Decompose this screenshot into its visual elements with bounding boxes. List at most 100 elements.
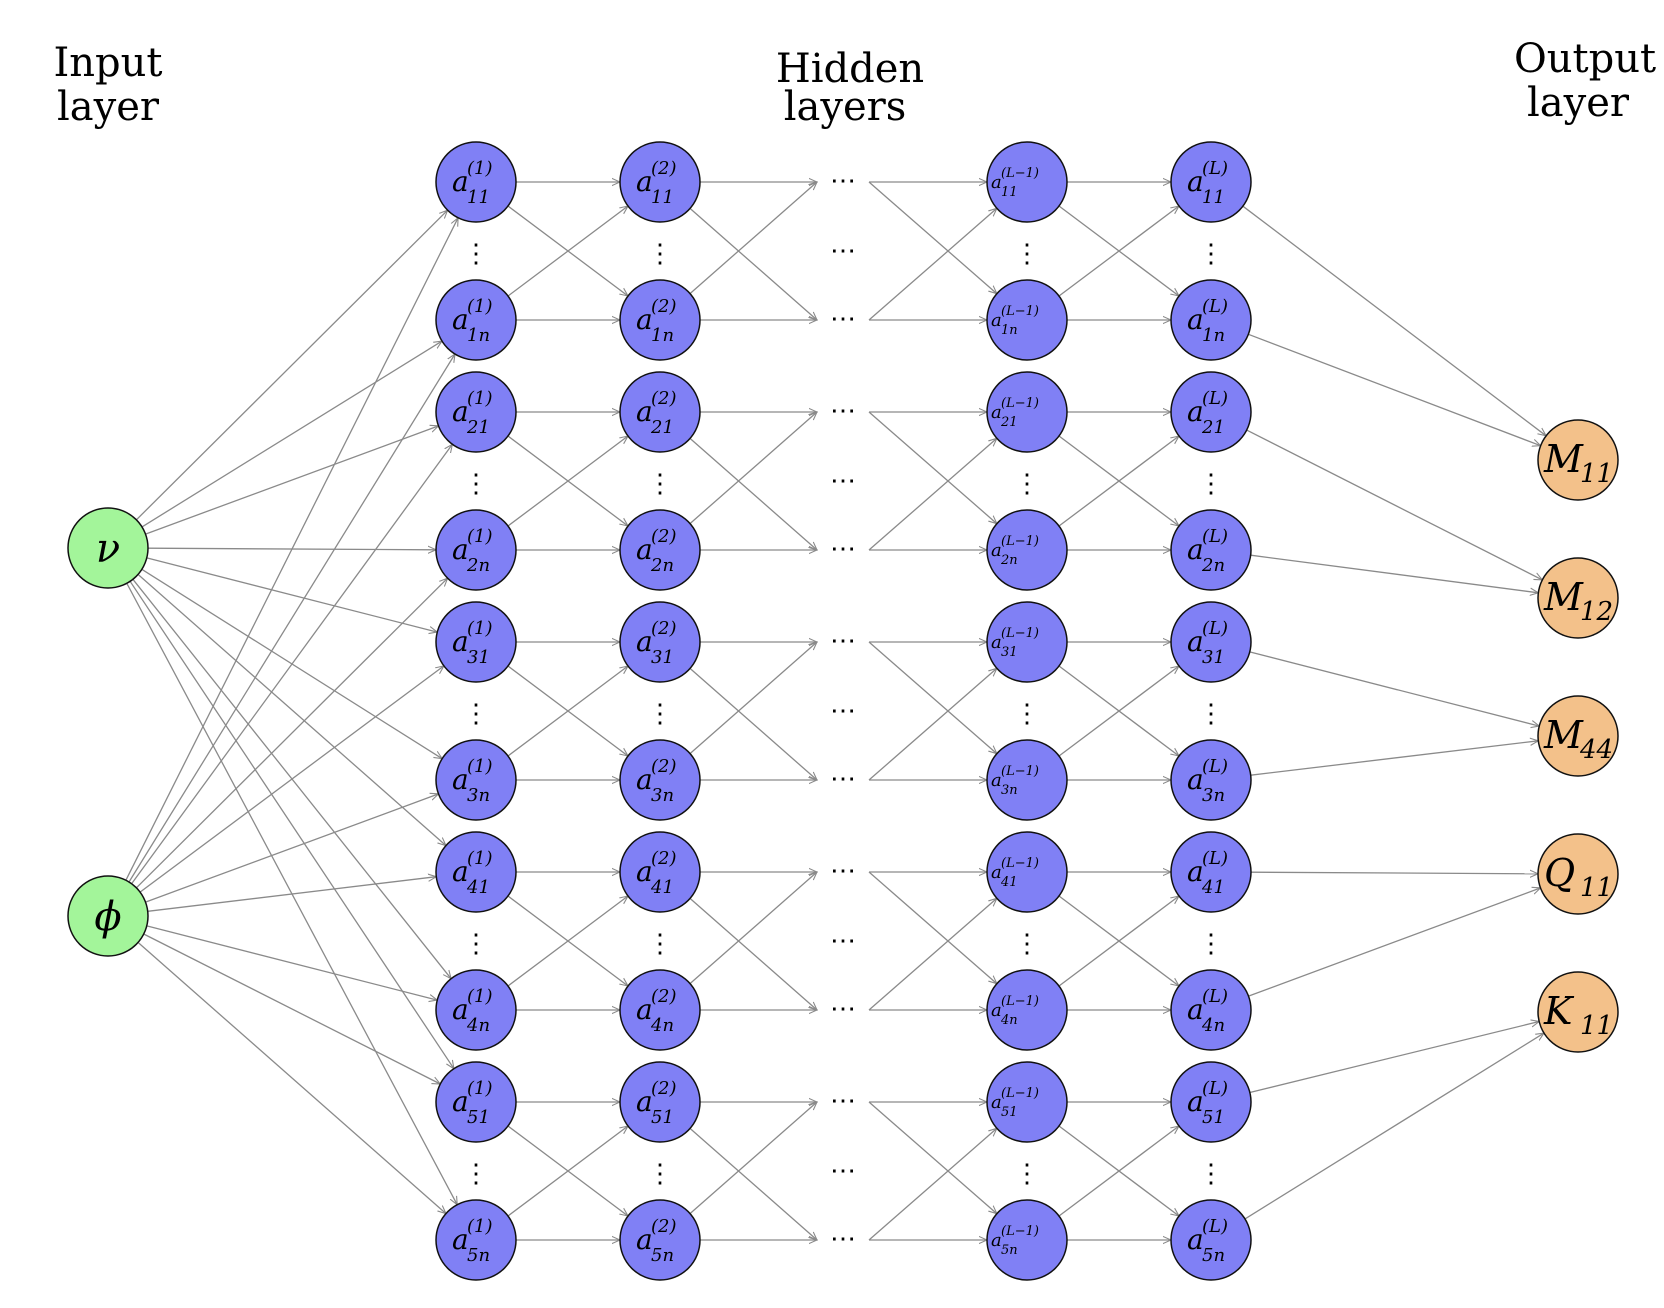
edge-hL-7-to-out-3 <box>1248 888 1541 997</box>
vertical-ellipsis-l1-4: ⋮ <box>647 1159 673 1189</box>
hidden-node-l0-3n <box>435 739 517 821</box>
hidden-node-subscript: 21 <box>650 417 674 438</box>
hidden-node-l0-41 <box>435 831 517 913</box>
edge-hL-2-to-out-1 <box>1246 429 1543 580</box>
edge-input-0-to-h1-1 <box>141 341 442 528</box>
hidden-node-base: a <box>1187 763 1204 796</box>
output-node-subscript-1: 12 <box>1580 597 1613 627</box>
input-node-label-0: ν <box>96 526 120 572</box>
connections <box>125 182 1546 1241</box>
vertical-ellipsis-l1-2: ⋮ <box>647 699 673 729</box>
hidden-node-base: a <box>991 632 1002 653</box>
edge-dots-6-to-hL1-7 <box>868 871 997 984</box>
hidden-node-subscript: 41 <box>1201 877 1225 898</box>
hidden-node-superscript: (L−1) <box>1001 764 1039 779</box>
vertical-ellipsis-l0-1: ⋮ <box>463 469 489 499</box>
hidden-node-base: a <box>636 763 653 796</box>
edge-h0-3-to-2 <box>507 436 628 527</box>
edge-input-1-to-h1-3 <box>135 578 447 889</box>
edge-dots-9-to-hL1-8 <box>868 1128 997 1241</box>
ellipsis-row-0: ⋯ <box>830 166 856 196</box>
hidden-node-subscript: 5n <box>467 1245 490 1266</box>
hidden-node-base: a <box>1187 625 1204 658</box>
hidden-node-l3-3n <box>1170 739 1252 821</box>
ellipsis-row-4: ⋯ <box>830 626 856 656</box>
output-node-Q11 <box>1537 833 1619 915</box>
hidden-node-base: a <box>991 1092 1002 1113</box>
hidden-node-base: a <box>1187 395 1204 428</box>
edge-hL-0-to-out-0 <box>1242 205 1546 436</box>
edge-h0-1-to-0 <box>507 206 628 297</box>
vertical-ellipsis-l2-3: ⋮ <box>1014 929 1040 959</box>
vertical-ellipsis-l0-3: ⋮ <box>463 929 489 959</box>
hidden-node-superscript: (L−1) <box>1001 1224 1039 1239</box>
ellipsis-row-2: ⋯ <box>830 396 856 426</box>
hidden-node-superscript: (2) <box>651 526 677 547</box>
ellipsis-row-3: ⋯ <box>830 534 856 564</box>
hidden-node-l2-21 <box>986 371 1068 453</box>
hidden-node-l0-31 <box>435 601 517 683</box>
hidden-node-l1-2n <box>619 509 701 591</box>
hidden-node-superscript: (1) <box>467 1216 493 1237</box>
hidden-node-base: a <box>1187 855 1204 888</box>
hidden-node-subscript: 21 <box>1201 417 1225 438</box>
vertical-ellipsis-l2-0: ⋮ <box>1014 239 1040 269</box>
hidden-node-base: a <box>636 1223 653 1256</box>
edge-h2-1-to-dots-0 <box>689 182 817 295</box>
edge-input-0-to-h1-4 <box>146 557 437 632</box>
hidden-node-subscript: 1n <box>1001 323 1018 338</box>
hidden-node-subscript: 1n <box>651 325 674 346</box>
hidden-node-subscript: 41 <box>466 877 490 898</box>
hidden-node-base: a <box>1187 1085 1204 1118</box>
edge-h2-1-to-0 <box>1058 206 1179 297</box>
hidden-node-base: a <box>452 533 469 566</box>
hidden-node-l2-1n <box>986 279 1068 361</box>
hidden-node-base: a <box>1187 533 1204 566</box>
edge-input-0-to-h1-8 <box>129 580 454 1068</box>
hidden-node-l3-41 <box>1170 831 1252 913</box>
hidden-node-subscript: 5n <box>1202 1245 1225 1266</box>
hidden-node-base: a <box>1187 1223 1204 1256</box>
vertical-ellipsis-l0-4: ⋮ <box>463 1159 489 1189</box>
hidden-node-subscript: 2n <box>650 555 674 576</box>
hidden-node-subscript: 31 <box>1001 645 1018 660</box>
edge-input-0-to-h1-6 <box>137 573 446 845</box>
hidden-node-subscript: 31 <box>1202 647 1225 668</box>
ellipsis-row-1: ⋯ <box>830 304 856 334</box>
edge-hL-5-to-out-2 <box>1250 741 1539 776</box>
output-node-M44 <box>1537 695 1619 777</box>
hidden-node-l2-11 <box>986 141 1068 223</box>
hidden-node-l1-41 <box>619 831 701 913</box>
ellipsis-gap-1: ⋯ <box>830 466 856 496</box>
edge-dots-1-to-hL1-0 <box>868 208 997 321</box>
hidden-node-l2-3n <box>986 739 1068 821</box>
hidden-node-subscript: 51 <box>1001 1105 1018 1120</box>
edge-input-1-to-h1-9 <box>137 941 446 1213</box>
ellipsis-gap-0: ⋯ <box>830 236 856 266</box>
vertical-ellipsis-l2-4: ⋮ <box>1014 1159 1040 1189</box>
hidden-node-l3-1n <box>1170 279 1252 361</box>
edge-input-0-to-h1-2 <box>145 426 439 535</box>
hidden-node-subscript: 3n <box>467 785 490 806</box>
hidden-node-superscript: (1) <box>467 756 493 777</box>
hidden-node-l2-4n <box>986 969 1068 1051</box>
hidden-node-subscript: 41 <box>1000 875 1018 890</box>
edge-input-1-to-h1-1 <box>128 354 455 883</box>
output-node-base-2: M <box>1543 713 1584 757</box>
edge-input-1-to-h1-7 <box>146 925 437 1000</box>
hidden-node-base: a <box>991 770 1002 791</box>
hidden-node-superscript: (L−1) <box>1001 304 1039 319</box>
hidden-node-superscript: (1) <box>467 158 493 179</box>
hidden-node-subscript: 2n <box>1000 553 1018 568</box>
hidden-node-subscript: 41 <box>650 877 674 898</box>
hidden-layers-title-line2: layers <box>784 84 907 130</box>
edge-input-1-to-h1-0 <box>125 218 458 881</box>
hidden-node-base: a <box>991 540 1002 561</box>
ellipsis-row-7: ⋯ <box>830 994 856 1024</box>
hidden-node-subscript: 4n <box>1201 1015 1225 1036</box>
hidden-node-subscript: 2n <box>466 555 490 576</box>
ellipsis-row-9: ⋯ <box>830 1224 856 1254</box>
edge-h0-9-to-8 <box>507 1126 628 1217</box>
hidden-node-superscript: (1) <box>467 986 493 1007</box>
